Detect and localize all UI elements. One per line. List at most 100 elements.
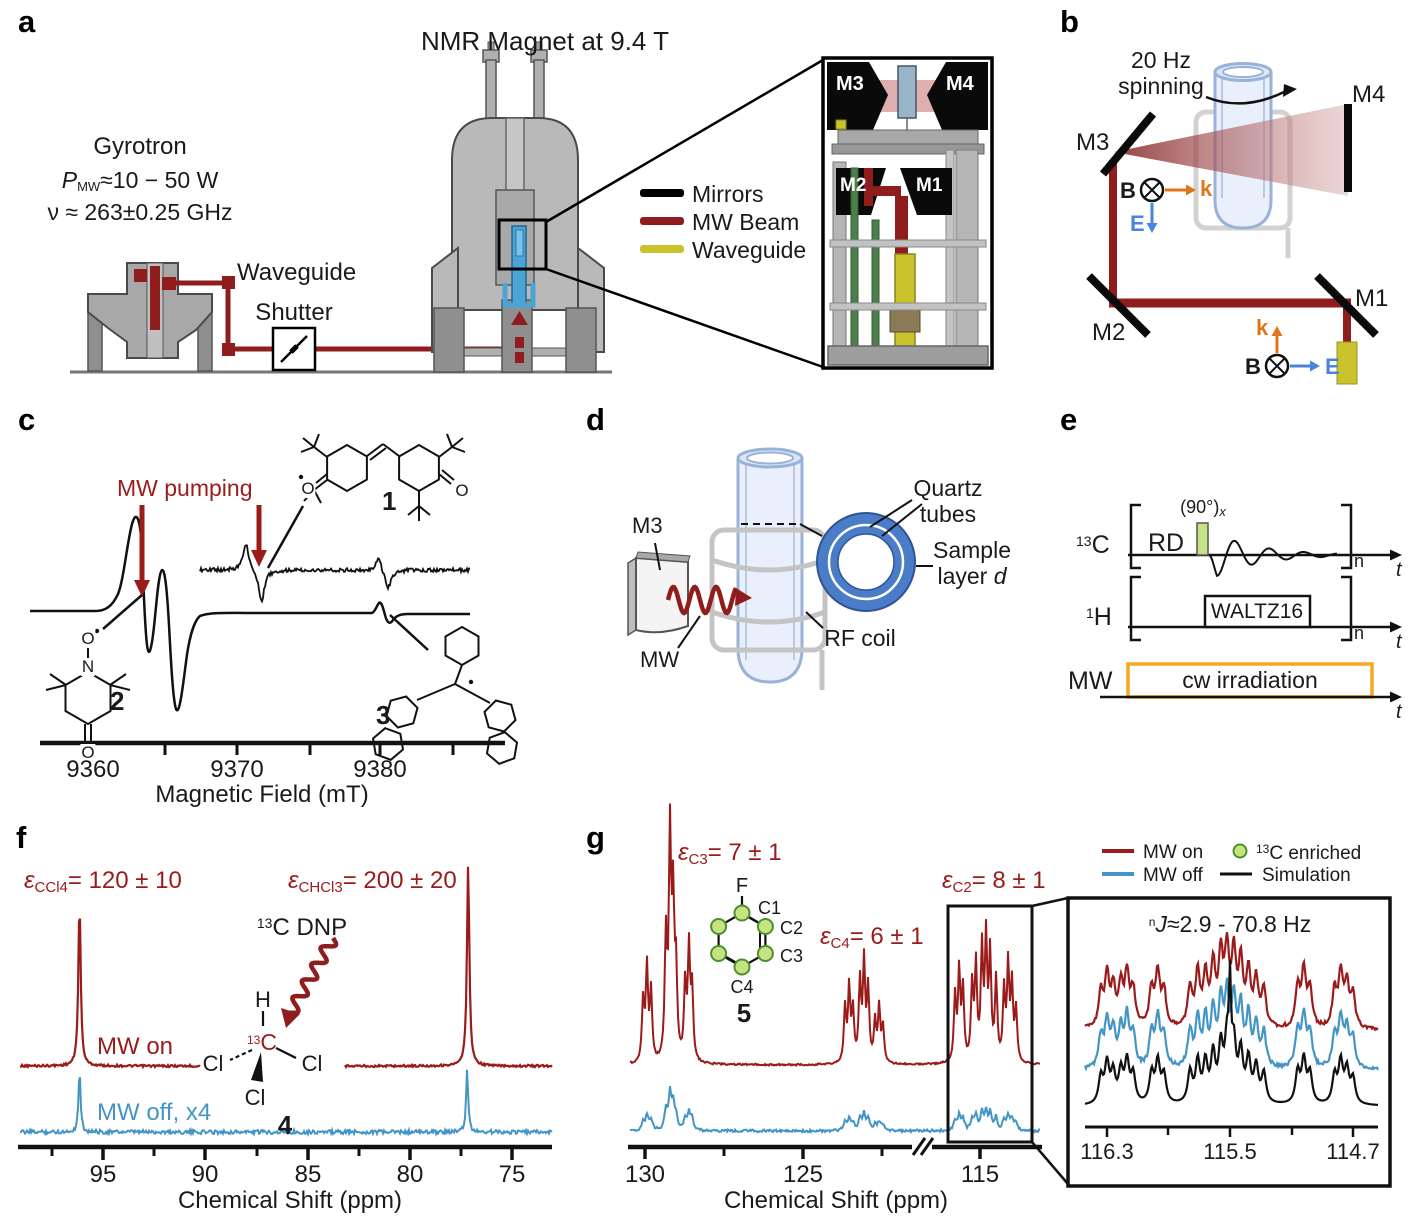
axis-label-c: Magnetic Field (mT) bbox=[155, 781, 369, 808]
k-vector-label-top: k bbox=[1200, 176, 1213, 201]
b-field-label-bottom: B bbox=[1245, 354, 1261, 379]
sample-layer-label-2: layer d bbox=[937, 563, 1007, 589]
quartz-cross-section bbox=[816, 512, 916, 612]
mw-channel-label: MW bbox=[1068, 667, 1113, 695]
c13-channel-label: 13C bbox=[1076, 531, 1110, 559]
zoom-box bbox=[497, 218, 548, 271]
time-label-mw: t bbox=[1396, 701, 1402, 723]
mirror-m1 bbox=[1314, 273, 1379, 338]
panel-g-drawing bbox=[628, 803, 1392, 1188]
f-tick-75: 75 bbox=[498, 1161, 526, 1188]
dnp-wavy-arrow bbox=[287, 936, 339, 1016]
epr-noisy-trace bbox=[199, 544, 471, 604]
f-tick-80: 80 bbox=[396, 1161, 424, 1188]
enriched-circle-icon bbox=[1232, 843, 1248, 859]
g-tick-115: 115 bbox=[960, 1161, 1000, 1188]
mw-off-label-f: MW off, x4 bbox=[97, 1099, 212, 1126]
f-tick-95: 95 bbox=[89, 1161, 117, 1188]
molecule-3-number: 3 bbox=[376, 700, 391, 730]
time-label-13c: t bbox=[1396, 559, 1402, 581]
shutter-label: Shutter bbox=[255, 299, 333, 326]
e-field-label-top: E bbox=[1130, 211, 1145, 236]
m2-label-b: M2 bbox=[1092, 319, 1126, 346]
pulse-row-1h bbox=[1128, 575, 1402, 642]
nmr-trace-mw-off-f bbox=[19, 1069, 553, 1137]
cw-irradiation-box bbox=[1126, 662, 1374, 699]
b-field-label-top: B bbox=[1120, 178, 1136, 203]
m4-label-b: M4 bbox=[1352, 81, 1386, 108]
axis-c bbox=[40, 740, 505, 755]
mol4-cl-left-label: Cl bbox=[201, 1051, 225, 1076]
quartz-tubes-label-1: Quartz bbox=[913, 475, 983, 501]
inset-m2-label: M2 bbox=[840, 175, 867, 196]
legend-g-swatches bbox=[1102, 843, 1252, 876]
j-coupling-label: nJ≈2.9 - 70.8 Hz bbox=[1148, 911, 1312, 937]
inset-tick-114-7: 114.7 bbox=[1326, 1139, 1380, 1164]
k-vector-label-bottom: k bbox=[1256, 315, 1269, 340]
mirror-m3 bbox=[1099, 111, 1157, 177]
pulse-90x-label: (90°)x bbox=[1180, 497, 1226, 519]
m3-label-d: M3 bbox=[632, 513, 663, 538]
axis-label-f: Chemical Shift (ppm) bbox=[177, 1187, 403, 1214]
nmr-trace-mw-on-f bbox=[20, 866, 553, 1070]
inset-m1-label: M1 bbox=[916, 175, 943, 196]
c13-dnp-label: 13C DNP bbox=[256, 914, 348, 941]
inset-trace-simulation bbox=[1084, 959, 1379, 1106]
mol5-c4-label: C4 bbox=[730, 977, 754, 997]
panel-c-drawing bbox=[30, 433, 519, 765]
panel-d-drawing bbox=[627, 447, 933, 690]
mol1-ketone-oxygen-label: O bbox=[454, 481, 470, 500]
pulse-90-rect bbox=[1196, 522, 1209, 556]
probe-inset-drawing bbox=[821, 56, 994, 370]
rf-coil-label: RF coil bbox=[824, 625, 896, 651]
panel-a-drawing bbox=[70, 41, 994, 374]
m1-label-b: M1 bbox=[1355, 285, 1389, 312]
sample-layer-label-1: Sample bbox=[933, 537, 1011, 563]
mol1-oxygen-label: O bbox=[300, 479, 316, 498]
f-tick-85: 85 bbox=[294, 1161, 322, 1188]
mol5-c1-label: C1 bbox=[758, 898, 782, 918]
nmr-magnet-drawing bbox=[431, 41, 824, 373]
epsilon-ccl4-label: εCCl4= 120 ± 10 bbox=[24, 867, 182, 896]
mw-pumping-arrow-1 bbox=[134, 505, 150, 597]
mirror-m3-d bbox=[627, 551, 691, 637]
molecule-2 bbox=[45, 628, 131, 742]
mol2-ketone-oxygen-label: O bbox=[80, 743, 96, 762]
inset-tick-115-5: 115.5 bbox=[1203, 1139, 1257, 1164]
panel-f-drawing bbox=[18, 866, 553, 1160]
gyrotron-frequency: ν ≈ 263±0.25 GHz bbox=[47, 199, 233, 225]
nmr-tube-d bbox=[736, 447, 804, 684]
inset-m3-label: M3 bbox=[836, 73, 864, 95]
m3-label-b: M3 bbox=[1076, 129, 1110, 156]
rd-label: RD bbox=[1148, 529, 1185, 557]
h1-channel-label: 1H bbox=[1086, 603, 1112, 631]
inset-mirror-m3 bbox=[827, 62, 888, 130]
fid-trace bbox=[1208, 539, 1338, 578]
legend-c13-enriched: 13C enriched bbox=[1256, 842, 1362, 864]
shutter-drawing bbox=[271, 326, 317, 372]
gyrotron-power: PMW≈10 − 50 W bbox=[61, 167, 219, 194]
panel-label-b: b bbox=[1060, 4, 1079, 39]
inset-trace-mw-on bbox=[1084, 932, 1379, 1032]
epsilon-c2-label: εC2= 8 ± 1 bbox=[942, 867, 1046, 896]
mol2-oxygen-label: O bbox=[80, 629, 96, 648]
epsilon-c3-label: εC3= 7 ± 1 bbox=[678, 839, 782, 868]
epsilon-c4-label: εC4= 6 ± 1 bbox=[820, 923, 924, 952]
loop-n-label-13c: n bbox=[1354, 551, 1365, 571]
panel-label-a: a bbox=[18, 4, 36, 39]
mw-wavy-arrow-d bbox=[665, 584, 739, 616]
mw-on-label-f: MW on bbox=[97, 1033, 174, 1060]
f-tick-90: 90 bbox=[191, 1161, 219, 1188]
mw-beam-cone bbox=[1114, 104, 1348, 196]
legend-a-waveguide: Waveguide bbox=[692, 237, 807, 263]
panel-e-drawing bbox=[1100, 503, 1402, 703]
probe-coupler bbox=[502, 283, 536, 308]
waveguide-label: Waveguide bbox=[237, 259, 357, 286]
mw-pumping-label: MW pumping bbox=[117, 475, 253, 501]
mol2-nitrogen-label: N bbox=[80, 657, 96, 676]
legend-a-mirrors: Mirrors bbox=[692, 181, 764, 207]
mol5-c3-label: C3 bbox=[780, 946, 804, 966]
molecule-3 bbox=[371, 625, 519, 765]
magnet-title: NMR Magnet at 9.4 T bbox=[420, 26, 670, 56]
